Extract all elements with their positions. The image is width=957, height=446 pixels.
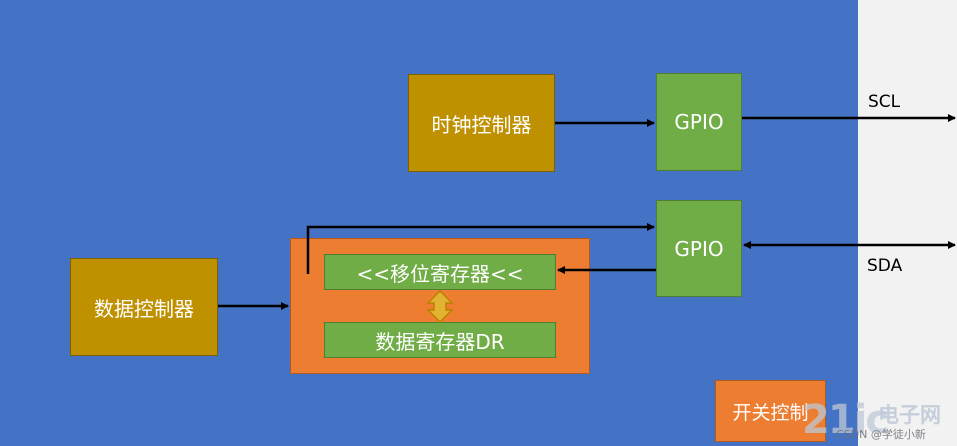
data-register-label: 数据寄存器DR [375,329,505,354]
data-register-block: 数据寄存器DR [324,322,556,358]
watermark-logo-number: 21ic [802,397,889,443]
clock-controller-block: 时钟控制器 [408,74,555,172]
watermark: 21ic 电子网 CSDN @学徒小新 [800,395,957,446]
gpio-scl-label: GPIO [674,110,724,134]
clock-controller-label: 时钟控制器 [431,112,532,137]
watermark-credit: CSDN @学徒小新 [836,428,926,441]
shift-register-block: <<移位寄存器<< [324,254,556,290]
switch-control-label: 开关控制 [732,401,809,424]
data-controller-block: 数据控制器 [70,258,218,356]
sda-pin-label: SDA [867,256,903,276]
gpio-sda-block: GPIO [656,200,742,297]
switch-control-block: 开关控制 [715,380,826,442]
shift-register-label: <<移位寄存器<< [356,261,524,286]
external-bus-area [858,0,957,446]
scl-pin-label: SCL [868,92,901,112]
data-controller-label: 数据控制器 [94,296,194,321]
gpio-scl-block: GPIO [656,73,742,171]
gpio-sda-label: GPIO [674,236,724,261]
watermark-logo-text: 电子网 [878,403,941,427]
